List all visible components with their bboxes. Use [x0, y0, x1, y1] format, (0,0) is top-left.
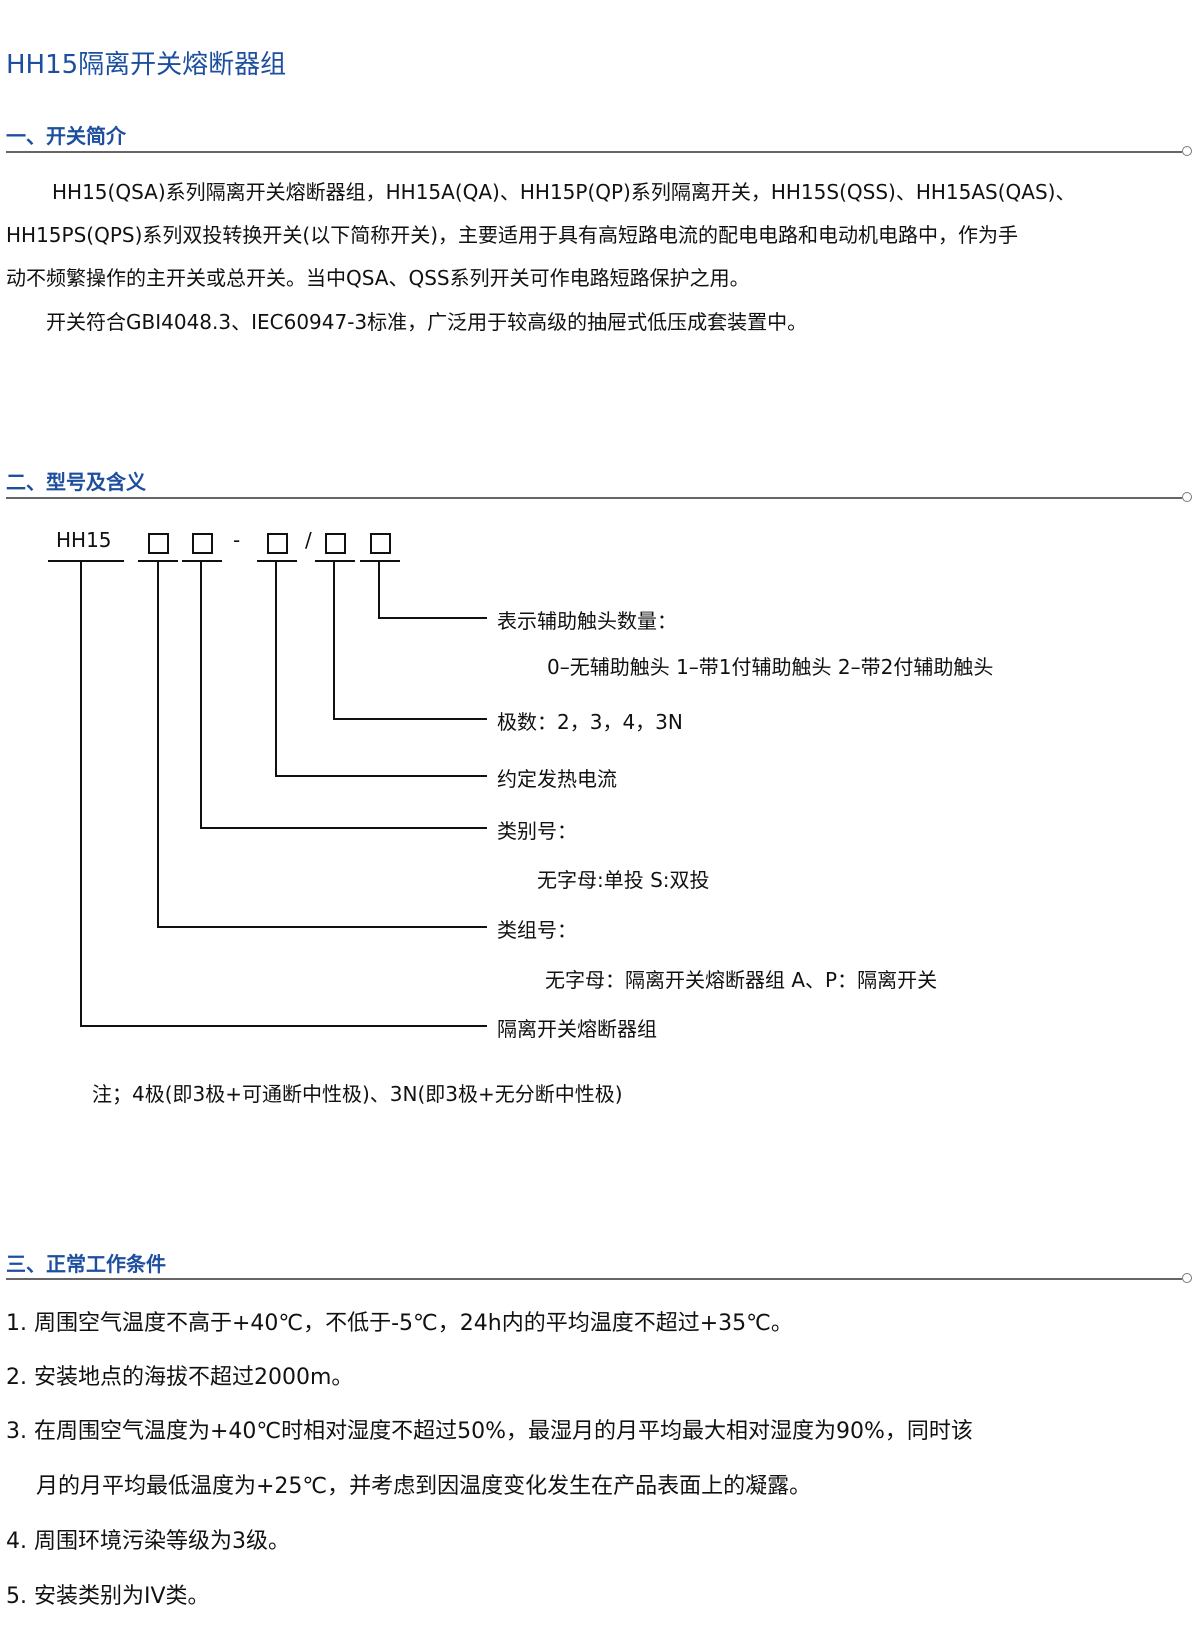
section-heading-model: 二、型号及含义 [6, 470, 146, 494]
section-divider [6, 1273, 1192, 1283]
condition-item: 4. 周围环境污染等级为3级。 [6, 1529, 290, 1554]
condition-item: 1. 周围空气温度不高于+40℃，不低于-5℃，24h内的平均温度不超过+35℃… [6, 1311, 793, 1336]
model-slash: / [305, 528, 312, 552]
model-slot-current [267, 533, 288, 554]
model-slot-aux [370, 533, 391, 554]
condition-item: 2. 安装地点的海拔不超过2000m。 [6, 1365, 354, 1390]
intro-line: HH15(QSA)系列隔离开关熔断器组，HH15A(QA)、HH15P(QP)系… [52, 180, 1076, 204]
label-aux-desc: 0–无辅助触头 1–带1付辅助触头 2–带2付辅助触头 [547, 655, 994, 679]
condition-item: 5. 安装类别为IV类。 [6, 1584, 210, 1609]
label-poles: 极数：2，3，4，3N [497, 710, 683, 734]
section-heading-intro: 一、开关简介 [6, 124, 126, 148]
model-slot-category [192, 533, 213, 554]
section-heading-conditions: 三、正常工作条件 [6, 1252, 166, 1276]
model-prefix: HH15 [56, 528, 112, 552]
intro-line: 开关符合GBI4048.3、IEC60947-3标准，广泛用于较高级的抽屉式低压… [46, 310, 808, 334]
model-slot-poles [325, 533, 346, 554]
label-group: 类组号： [497, 918, 577, 942]
label-aux: 表示辅助触头数量： [497, 609, 677, 633]
model-slot-group [148, 533, 169, 554]
model-dash: - [233, 528, 241, 552]
model-note: 注；4极(即3极+可通断中性极)、3N(即3极+无分断中性极) [92, 1082, 623, 1106]
label-category-desc: 无字母:单投 S:双投 [537, 868, 710, 892]
label-category: 类别号： [497, 819, 577, 843]
intro-line: 动不频繁操作的主开关或总开关。当中QSA、QSS系列开关可作电路短路保护之用。 [6, 266, 750, 290]
page-title: HH15隔离开关熔断器组 [6, 50, 287, 80]
label-group-desc: 无字母：隔离开关熔断器组 A、P：隔离开关 [545, 968, 938, 992]
condition-item: 3. 在周围空气温度为+40℃时相对湿度不超过50%，最湿月的月平均最大相对湿度… [6, 1419, 973, 1444]
section-divider [6, 146, 1192, 156]
section-divider [6, 492, 1192, 502]
intro-line: HH15PS(QPS)系列双投转换开关(以下简称开关)，主要适用于具有高短路电流… [6, 223, 1018, 247]
label-base: 隔离开关熔断器组 [497, 1017, 657, 1041]
condition-item-continued: 月的月平均最低温度为+25℃，并考虑到因温度变化发生在产品表面上的凝露。 [36, 1474, 812, 1499]
label-current: 约定发热电流 [497, 767, 617, 791]
